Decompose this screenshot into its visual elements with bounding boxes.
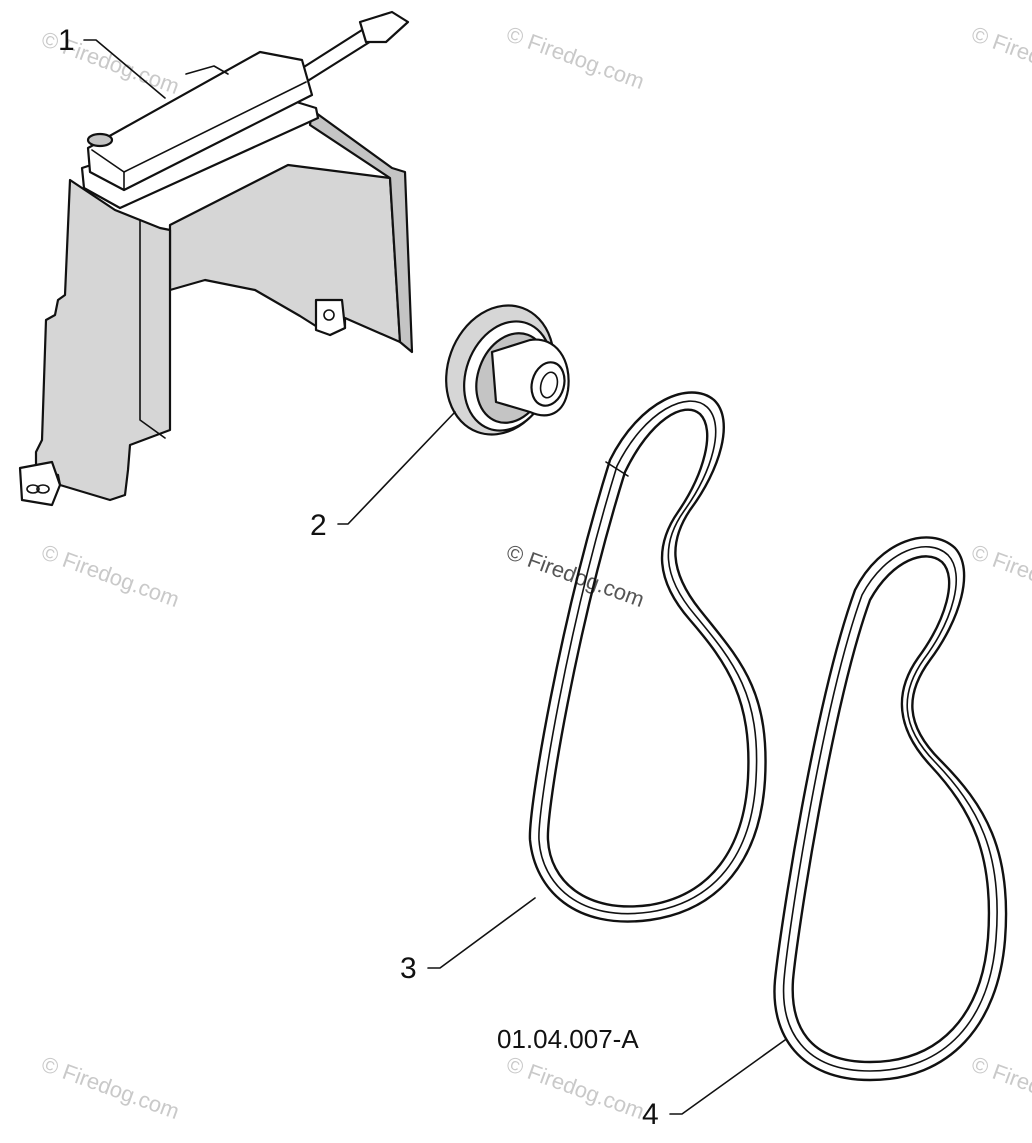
leader-1 xyxy=(83,39,166,99)
pulley-hub-end xyxy=(530,361,566,407)
callout-1-number: 1 xyxy=(58,24,75,57)
leader-4 xyxy=(669,1039,786,1115)
part-3-belt xyxy=(528,391,767,923)
watermarks: © Firedog.com © Firedog.com © Firedog.co… xyxy=(38,21,1032,1124)
watermark-7: © Firedog.com xyxy=(38,1051,182,1124)
callouts: 1 2 3 4 xyxy=(58,24,786,1131)
leader-3 xyxy=(427,897,536,969)
callout-3-number: 3 xyxy=(400,952,417,985)
cover-top-lid xyxy=(86,50,314,192)
cover-top-knob xyxy=(86,132,114,148)
watermark-3: © Firedog.com xyxy=(968,21,1032,94)
belt-3-mid xyxy=(538,400,758,915)
leader-2 xyxy=(337,411,456,525)
cover-inner-wall xyxy=(168,163,402,344)
cover-bottom-hole-a xyxy=(26,484,40,494)
watermark-8: © Firedog.com xyxy=(503,1051,647,1124)
belt-4-inner xyxy=(791,555,991,1064)
watermark-9: © Firedog.com xyxy=(968,1051,1032,1124)
cover-right-tab xyxy=(314,298,347,337)
watermark-6: © Firedog.com xyxy=(968,539,1032,612)
pulley-bore xyxy=(539,371,559,399)
belt-4-mid xyxy=(782,546,998,1072)
callout-4-number: 4 xyxy=(642,1098,659,1131)
cover-right-tab-hole xyxy=(323,309,335,321)
part-1-belt-cover xyxy=(18,10,414,507)
strap-clip xyxy=(358,10,410,44)
watermark-5: © Firedog.com xyxy=(503,539,647,612)
cover-bottom-tab xyxy=(18,460,62,507)
part-4-belt xyxy=(773,536,1008,1082)
belt-3-seam xyxy=(605,461,629,477)
watermark-2: © Firedog.com xyxy=(503,21,647,94)
cover-bottom-hole-b xyxy=(36,484,50,494)
watermark-4: © Firedog.com xyxy=(38,539,182,612)
belt-3-outer xyxy=(528,391,767,923)
part-2-pulley xyxy=(445,304,570,436)
cover-front-face xyxy=(34,178,172,502)
belt-3-inner xyxy=(546,408,750,908)
callout-2-number: 2 xyxy=(310,509,327,542)
belt-4-outer xyxy=(773,536,1008,1082)
cover-front-edge xyxy=(139,219,166,439)
cover-right-wall xyxy=(308,108,414,354)
diagram-code: 01.04.007-A xyxy=(497,1024,639,1054)
cover-top-notch xyxy=(185,65,229,75)
